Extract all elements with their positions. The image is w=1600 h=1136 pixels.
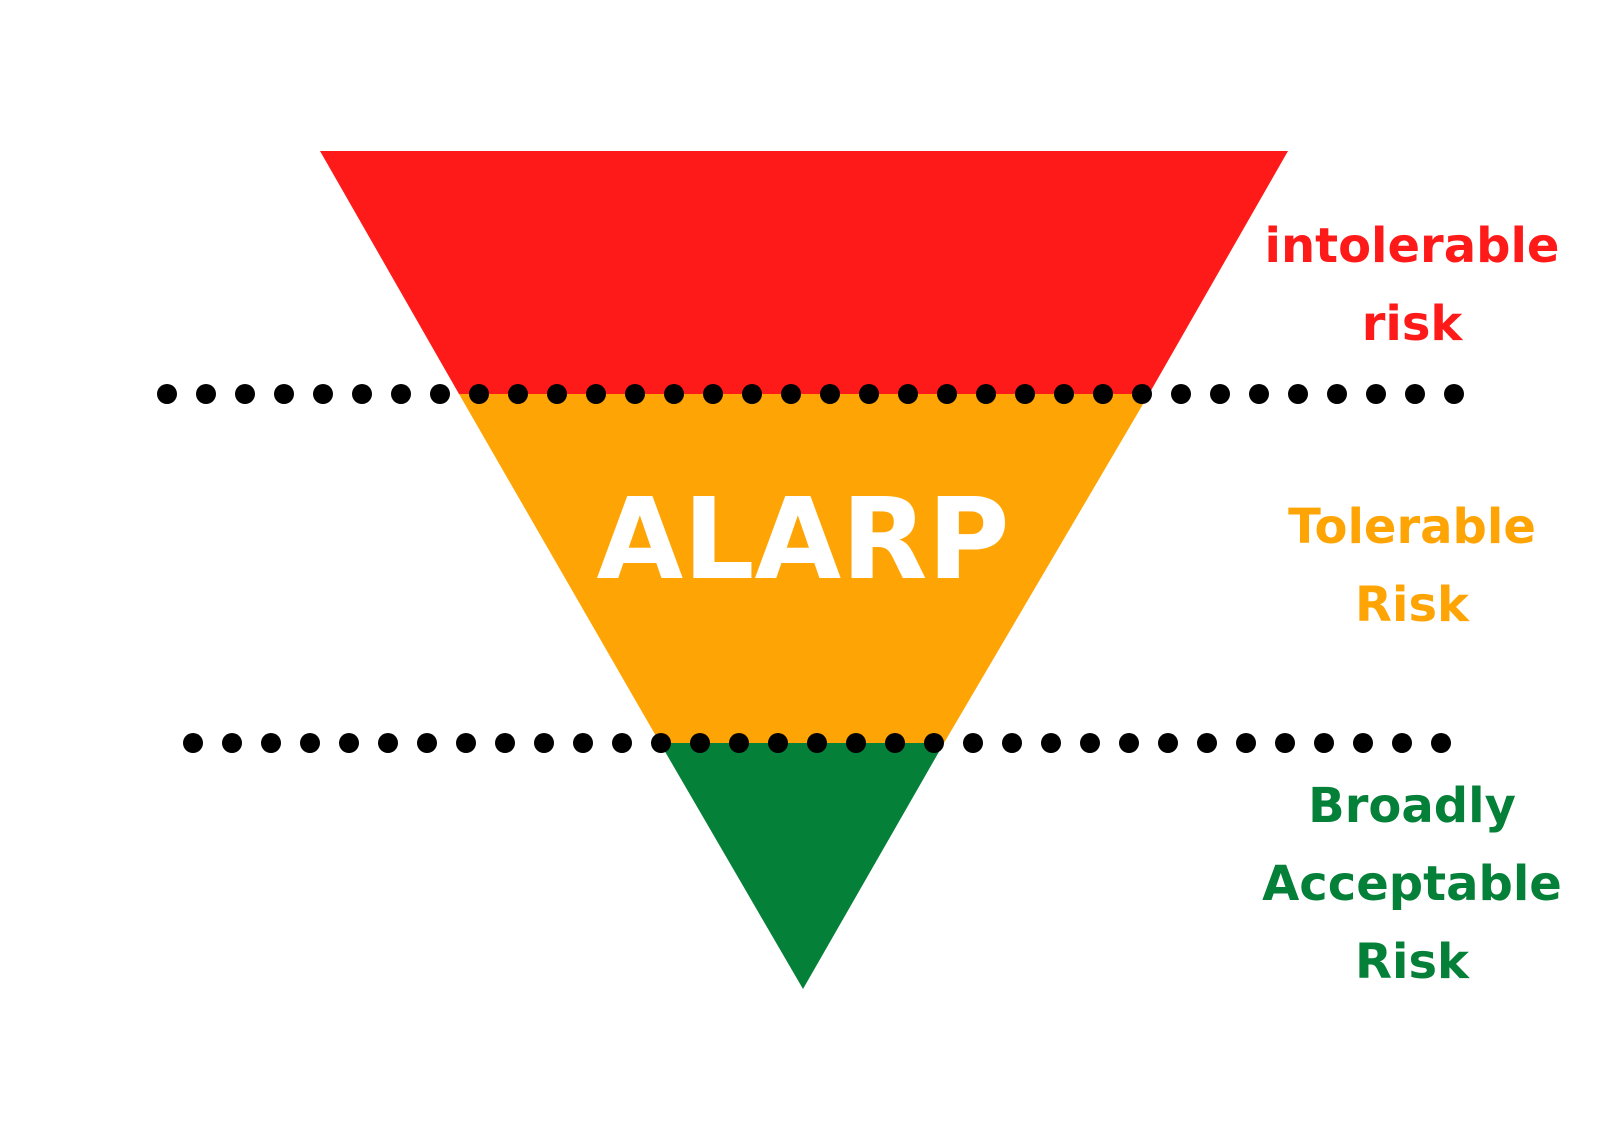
divider-dot	[625, 384, 645, 404]
divider-dot	[1236, 733, 1256, 753]
divider-dot	[1444, 384, 1464, 404]
divider-dot	[352, 384, 372, 404]
acceptable-line-2: Acceptable	[1262, 856, 1562, 912]
divider-dot	[339, 733, 359, 753]
divider-dot	[534, 733, 554, 753]
intolerable-zone	[320, 151, 1288, 394]
divider-dot	[235, 384, 255, 404]
divider-dot	[1327, 384, 1347, 404]
divider-dot	[1249, 384, 1269, 404]
divider-dot	[157, 384, 177, 404]
divider-dot	[1197, 733, 1217, 753]
intolerable-line-2: risk	[1361, 296, 1463, 352]
upper-dotted-divider	[157, 384, 1464, 404]
divider-dot	[651, 733, 671, 753]
divider-dot	[1119, 733, 1139, 753]
acceptable-line-3: Risk	[1355, 934, 1469, 990]
divider-dot	[703, 384, 723, 404]
divider-dot	[664, 384, 684, 404]
divider-dot	[937, 384, 957, 404]
divider-dot	[1275, 733, 1295, 753]
divider-dot	[261, 733, 281, 753]
divider-dot	[196, 384, 216, 404]
divider-dot	[469, 384, 489, 404]
divider-dot	[1288, 384, 1308, 404]
divider-dot	[495, 733, 515, 753]
divider-dot	[1392, 733, 1412, 753]
divider-dot	[612, 733, 632, 753]
alarp-label: ALARP	[596, 475, 1009, 605]
divider-dot	[1041, 733, 1061, 753]
divider-dot	[586, 384, 606, 404]
acceptable-zone	[660, 743, 944, 989]
divider-dot	[1405, 384, 1425, 404]
divider-dot	[1054, 384, 1074, 404]
divider-dot	[391, 384, 411, 404]
divider-dot	[1353, 733, 1373, 753]
divider-dot	[456, 733, 476, 753]
tolerable-line-1: Tolerable	[1288, 499, 1536, 555]
divider-dot	[976, 384, 996, 404]
divider-dot	[820, 384, 840, 404]
intolerable-risk-label: intolerable risk	[1232, 207, 1592, 363]
tolerable-risk-label: Tolerable Risk	[1232, 488, 1592, 644]
divider-dot	[274, 384, 294, 404]
divider-dot	[417, 733, 437, 753]
divider-dot	[1366, 384, 1386, 404]
divider-dot	[1158, 733, 1178, 753]
divider-dot	[1171, 384, 1191, 404]
divider-dot	[963, 733, 983, 753]
lower-dotted-divider	[183, 733, 1451, 753]
divider-dot	[430, 384, 450, 404]
divider-dot	[378, 733, 398, 753]
divider-dot	[222, 733, 242, 753]
divider-dot	[1210, 384, 1230, 404]
divider-dot	[1093, 384, 1113, 404]
divider-dot	[768, 733, 788, 753]
divider-dot	[807, 733, 827, 753]
acceptable-line-1: Broadly	[1308, 778, 1516, 834]
divider-dot	[300, 733, 320, 753]
tolerable-zone	[459, 394, 1149, 743]
divider-dot	[885, 733, 905, 753]
divider-dot	[508, 384, 528, 404]
divider-dot	[690, 733, 710, 753]
divider-dot	[547, 384, 567, 404]
divider-dot	[742, 384, 762, 404]
divider-dot	[859, 384, 879, 404]
divider-dot	[1431, 733, 1451, 753]
divider-dot	[573, 733, 593, 753]
acceptable-risk-label: Broadly Acceptable Risk	[1232, 767, 1592, 1001]
divider-dot	[183, 733, 203, 753]
divider-dot	[781, 384, 801, 404]
divider-dot	[924, 733, 944, 753]
divider-dot	[846, 733, 866, 753]
divider-dot	[1132, 384, 1152, 404]
divider-dot	[729, 733, 749, 753]
divider-dot	[1002, 733, 1022, 753]
divider-dot	[313, 384, 333, 404]
divider-dot	[898, 384, 918, 404]
intolerable-line-1: intolerable	[1264, 218, 1560, 274]
divider-dot	[1314, 733, 1334, 753]
divider-dot	[1015, 384, 1035, 404]
divider-dot	[1080, 733, 1100, 753]
tolerable-line-2: Risk	[1355, 577, 1469, 633]
